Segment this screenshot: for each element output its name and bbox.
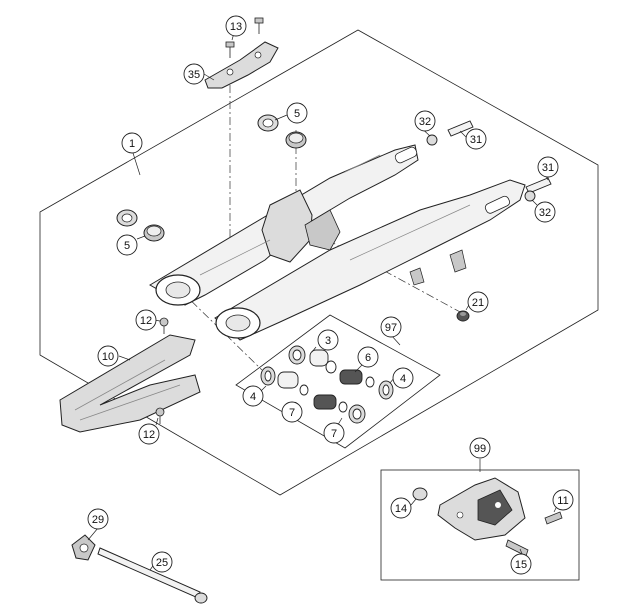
callout-4-left: 4: [242, 385, 264, 407]
callout-31-lower-label: 31: [542, 162, 554, 174]
pin-part-31-upper: [447, 120, 474, 137]
screw-part-12: [155, 317, 169, 424]
nut-part-21: [456, 310, 470, 322]
callout-6: 6: [357, 346, 379, 368]
callout-21-label: 21: [472, 297, 484, 309]
swingarm-part: [149, 144, 526, 341]
cover-part-5-lower: [116, 209, 165, 242]
callout-4-left-label: 4: [250, 391, 256, 403]
callout-97-label: 97: [385, 322, 397, 334]
callout-99-label: 99: [474, 443, 486, 455]
callout-10: 10: [97, 345, 119, 367]
bearing-kit-97-parts: [260, 345, 394, 424]
callout-35: 35: [183, 63, 205, 85]
callout-13: 13: [225, 15, 247, 37]
cover-part-5-upper: [257, 114, 307, 149]
callout-14: 14: [390, 497, 412, 519]
callout-3: 3: [317, 329, 339, 351]
callout-7-right: 7: [323, 422, 345, 444]
callout-29: 29: [87, 508, 109, 530]
bracket-part-35: [204, 41, 279, 89]
callout-13-label: 13: [230, 21, 242, 33]
callout-4-right-label: 4: [400, 373, 406, 385]
callout-31-upper: 31: [465, 128, 487, 150]
callout-4-right: 4: [392, 367, 414, 389]
callout-31-upper-label: 31: [470, 134, 482, 146]
callout-5-upper: 5: [286, 102, 308, 124]
nut-part-32-lower: [524, 190, 536, 202]
callout-31-lower: 31: [537, 156, 559, 178]
callout-97: 97: [380, 316, 402, 338]
callout-12-lower-label: 12: [143, 429, 155, 441]
callout-7-left-label: 7: [289, 407, 295, 419]
callout-32-lower: 32: [534, 201, 556, 223]
callout-32-upper: 32: [414, 110, 436, 132]
callout-5-lower-label: 5: [124, 240, 130, 252]
assembly-boundary: [39, 29, 599, 496]
callout-14-label: 14: [395, 503, 407, 515]
callout-11-label: 11: [557, 495, 568, 507]
callout-7-left: 7: [281, 401, 303, 423]
callout-12-upper: 12: [135, 309, 157, 331]
callout-11: 11: [552, 489, 574, 511]
bolt-part-13: [225, 17, 264, 58]
axle-nut-part-29: [71, 534, 96, 561]
callout-25: 25: [151, 551, 173, 573]
callout-32-lower-label: 32: [539, 207, 551, 219]
callout-1-label: 1: [129, 138, 135, 150]
callout-15-label: 15: [515, 559, 527, 571]
callout-12-upper-label: 12: [140, 315, 152, 327]
callout-10-label: 10: [102, 351, 114, 363]
callout-3-label: 3: [325, 335, 331, 347]
callout-35-label: 35: [188, 69, 200, 81]
callout-7-right-label: 7: [331, 428, 337, 440]
callout-25-label: 25: [156, 557, 168, 569]
kit-97-boundary: [235, 314, 441, 449]
callout-12-lower: 12: [138, 423, 160, 445]
callout-32-upper-label: 32: [419, 116, 431, 128]
callout-99: 99: [469, 437, 491, 459]
callout-5-upper-label: 5: [294, 108, 300, 120]
callout-15: 15: [510, 553, 532, 575]
chain-guide-kit-99: [412, 477, 563, 557]
callout-1: 1: [121, 132, 143, 154]
callout-21: 21: [467, 291, 489, 313]
nut-part-32-upper: [426, 134, 438, 146]
callout-5-lower: 5: [116, 234, 138, 256]
callout-6-label: 6: [365, 352, 371, 364]
chain-slider-part-10: [59, 334, 201, 433]
axle-part-25: [97, 547, 208, 604]
callout-29-label: 29: [92, 514, 104, 526]
